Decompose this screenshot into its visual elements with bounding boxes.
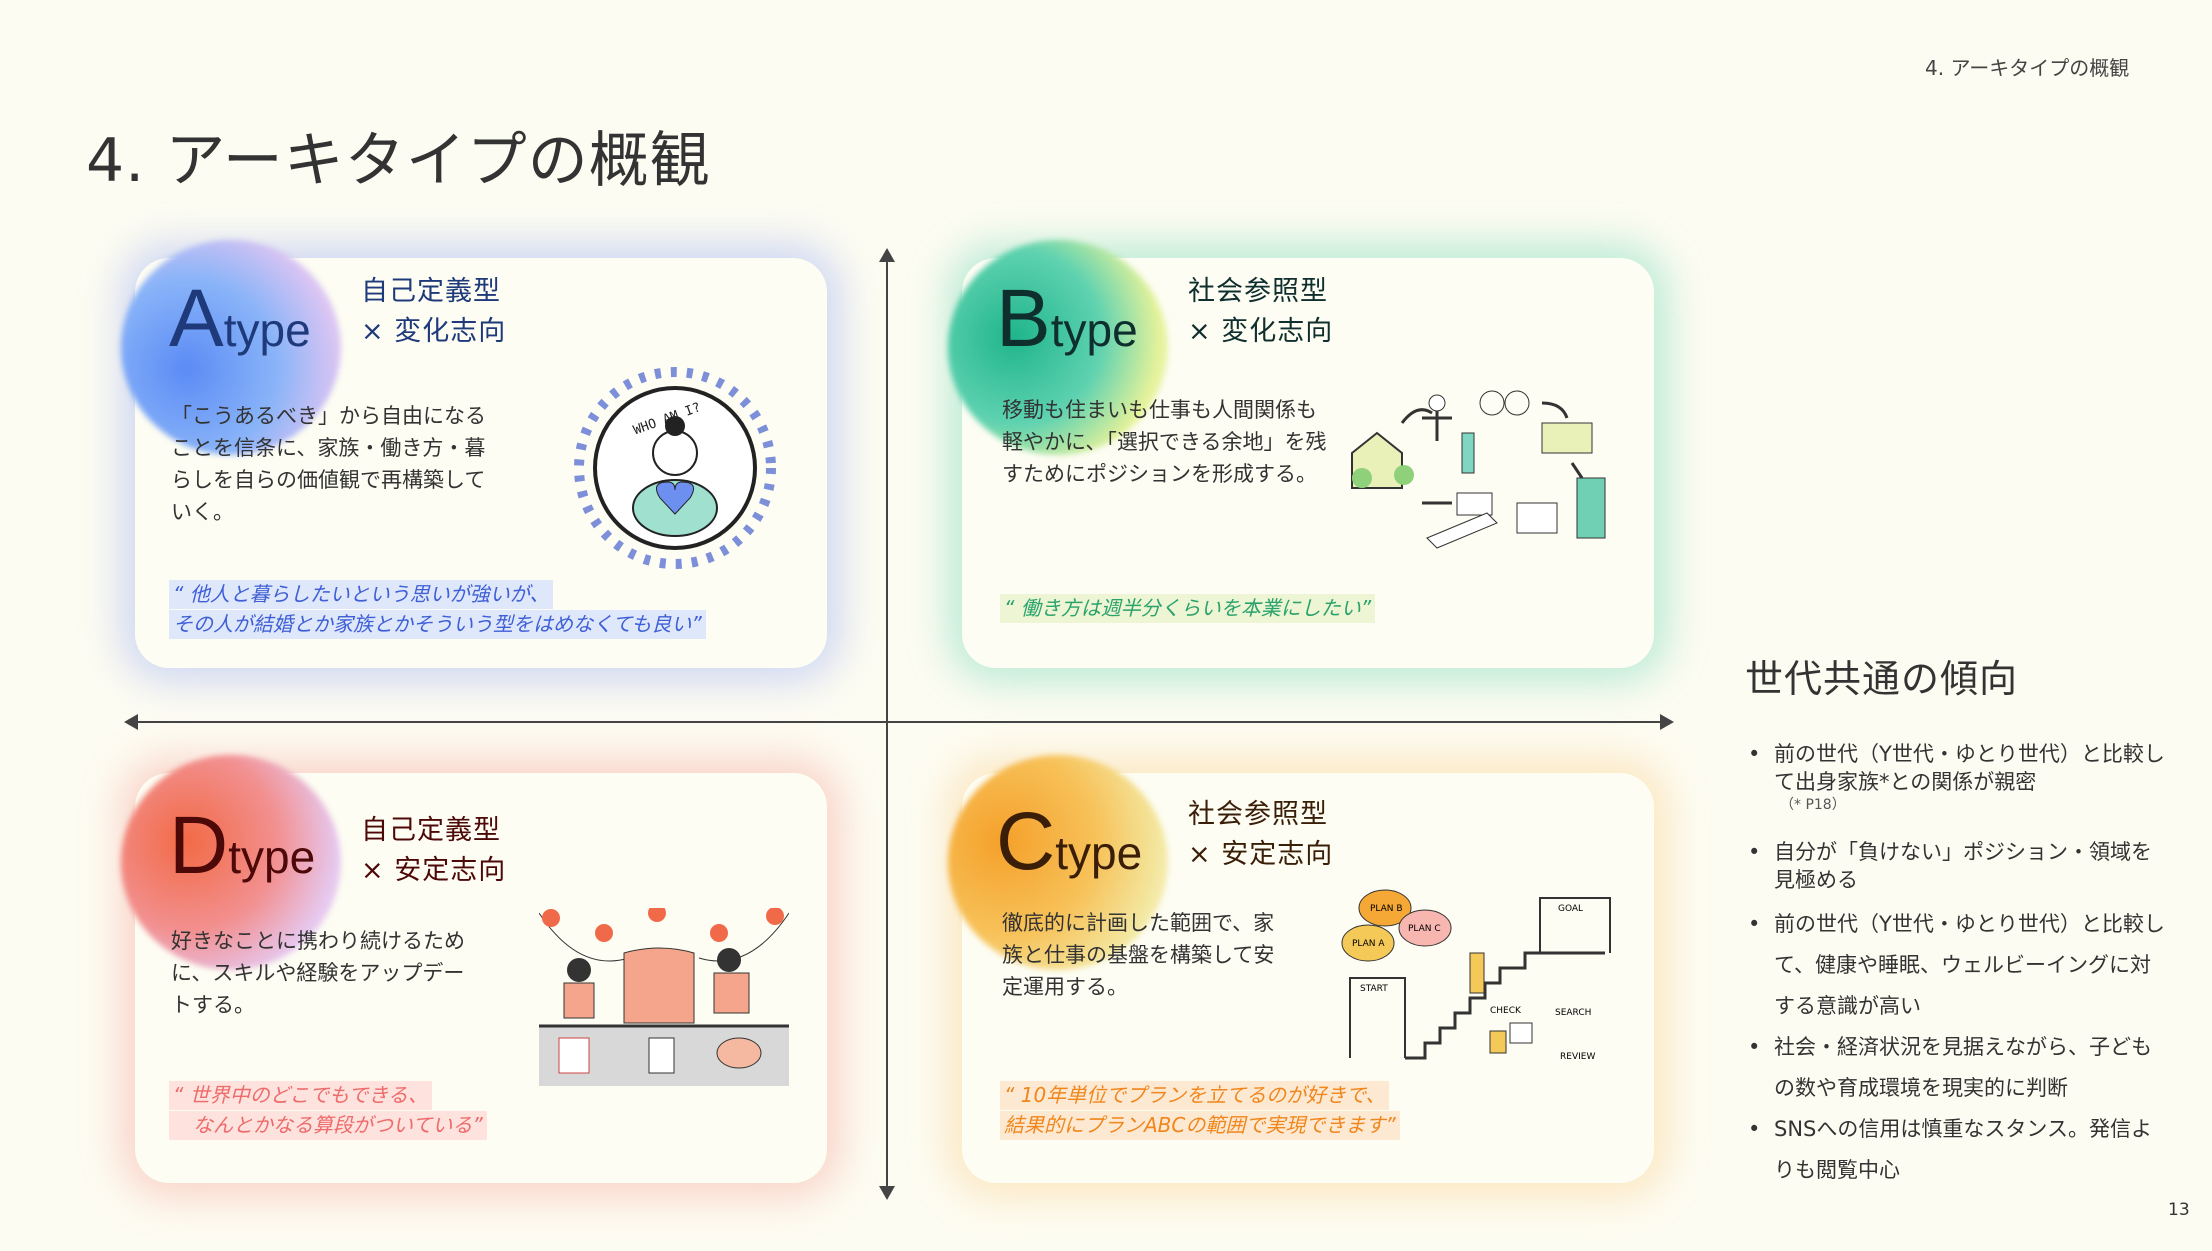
quote-line-2: その人が結婚とか家族とかそういう型をはめなくても良い” <box>169 610 706 639</box>
apple-tree-illustration <box>538 904 790 1088</box>
who-am-i-illustration: WHO AM I? <box>560 358 800 578</box>
axis-label-1: 社会参照型 <box>1188 799 1328 830</box>
illustration-label: GOAL <box>1558 904 1583 914</box>
type-letter: B <box>996 273 1051 364</box>
type-heading: Ctype <box>996 801 1142 883</box>
card-c-type: Ctype 社会参照型 × 安定志向 徹底的に計画した範囲で、家族と仕事の基盤を構… <box>948 755 1654 1183</box>
lifestyle-cycle-illustration <box>1342 383 1632 603</box>
arrow-right-icon <box>1660 714 1674 730</box>
list-item-text: 社会・経済状況を見据えながら、子どもの数や育成環境を現実的に判断 <box>1774 1035 2152 1100</box>
list-item: 自分が「負けない」ポジション・領域を見極める <box>1748 838 2168 894</box>
axis-label-1: 自己定義型 <box>361 815 501 846</box>
gradient-blob <box>948 240 1168 455</box>
list-item: SNSへの信用は慎重なスタンス。発信よりも閲覧中心 <box>1748 1109 2168 1191</box>
quote-line-2: 結果的にプランABCの範囲で実現できます” <box>1000 1111 1400 1140</box>
quote-line-1: “ 働き方は週半分くらいを本業にしたい” <box>1000 594 1376 623</box>
vertical-axis <box>886 262 888 1190</box>
card-d-type: Dtype 自己定義型 × 安定志向 好きなことに携わり続けるために、スキルや経験… <box>121 755 827 1183</box>
footnote: （* P18） <box>1780 797 1846 813</box>
type-heading: Dtype <box>169 805 315 887</box>
type-letter: D <box>169 800 229 891</box>
card-a-type: Atype 自己定義型 × 変化志向 「こうあるべき」から自由になることを信条に、… <box>121 240 827 668</box>
illustration-label: PLAN B <box>1370 904 1403 914</box>
page-title: 4. アーキタイプの概観 <box>86 126 711 196</box>
list-item-text: 自分が「負けない」ポジション・領域を見極める <box>1774 840 2152 892</box>
list-item-text: 前の世代（Y世代・ゆとり世代）と比較して出身家族*との関係が親密 <box>1774 742 2165 794</box>
axis-label-1: 社会参照型 <box>1188 276 1328 307</box>
type-heading: Btype <box>996 278 1138 360</box>
card-description: 移動も住まいも仕事も人間関係も軽やかに、「選択できる余地」を残すためにポジション… <box>1002 398 1327 486</box>
type-word: type <box>1050 304 1138 356</box>
quote-line-2: なんとかなる算段がついている” <box>169 1111 487 1140</box>
plan-stairs-illustration: PLAN A PLAN B PLAN C START GOAL CHECK SE… <box>1340 883 1630 1063</box>
illustration-label: START <box>1360 984 1388 994</box>
illustration-label: CHECK <box>1490 1006 1522 1016</box>
type-word: type <box>1055 827 1143 879</box>
illustration-label: PLAN A <box>1352 939 1385 949</box>
card-description: 徹底的に計画した範囲で、家族と仕事の基盤を構築して安定運用する。 <box>1002 911 1275 999</box>
card-b-type: Btype 社会参照型 × 変化志向 移動も住まいも仕事も人間関係も軽やかに、「選… <box>948 240 1654 668</box>
card-description: 「こうあるべき」から自由になることを信条に、家族・働き方・暮らしを自らの価値観で… <box>171 404 486 524</box>
illustration-label: SEARCH <box>1555 1008 1591 1018</box>
list-item-text: 前の世代（Y世代・ゆとり世代）と比較して、健康や睡眠、ウェルビーイングに対する意… <box>1774 912 2165 1018</box>
axis-label-1: 自己定義型 <box>361 276 501 307</box>
axis-label-2: × 安定志向 <box>1188 839 1334 870</box>
quote-line-1: “ 10年単位でプランを立てるのが好きで、 <box>1000 1081 1390 1110</box>
arrow-down-icon <box>879 1186 895 1200</box>
axis-label-2: × 変化志向 <box>361 316 507 347</box>
user-quote: “ 10年単位でプランを立てるのが好きで、 結果的にプランABCの範囲で実現でき… <box>1000 1081 1400 1141</box>
arrow-up-icon <box>879 248 895 262</box>
common-trends-list: 前の世代（Y世代・ゆとり世代）と比較して出身家族*との関係が親密 （* P18）… <box>1748 740 2168 1191</box>
axis-label-2: × 変化志向 <box>1188 316 1334 347</box>
card-description: 好きなことに携わり続けるために、スキルや経験をアップデートする。 <box>171 929 465 1017</box>
list-item: 前の世代（Y世代・ゆとり世代）と比較して出身家族*との関係が親密 （* P18） <box>1748 740 2168 814</box>
user-quote: “ 働き方は週半分くらいを本業にしたい” <box>1000 594 1376 624</box>
list-item-text: SNSへの信用は慎重なスタンス。発信よりも閲覧中心 <box>1774 1117 2152 1182</box>
axis-label-2: × 安定志向 <box>361 855 507 886</box>
user-quote: “ 他人と暮らしたいという思いが強いが、 その人が結婚とか家族とかそういう型をは… <box>169 580 706 640</box>
page-number: 13 <box>2168 1200 2190 1220</box>
arrow-left-icon <box>124 714 138 730</box>
type-letter: A <box>169 273 224 364</box>
illustration-label: REVIEW <box>1560 1052 1595 1062</box>
illustration-label: PLAN C <box>1408 924 1441 934</box>
horizontal-axis <box>138 721 1662 723</box>
section-label: 4. アーキタイプの概観 <box>1925 56 2130 80</box>
type-letter: C <box>996 796 1056 887</box>
quote-line-1: “ 世界中のどこでもできる、 <box>169 1081 432 1110</box>
gradient-blob <box>121 240 341 455</box>
list-item: 社会・経済状況を見据えながら、子どもの数や育成環境を現実的に判断 <box>1748 1027 2168 1109</box>
type-word: type <box>223 304 311 356</box>
gradient-blob <box>121 755 341 970</box>
type-word: type <box>228 831 316 883</box>
side-section-title: 世代共通の傾向 <box>1745 657 2019 701</box>
list-item: 前の世代（Y世代・ゆとり世代）と比較して、健康や睡眠、ウェルビーイングに対する意… <box>1748 904 2168 1027</box>
user-quote: “ 世界中のどこでもできる、 なんとかなる算段がついている” <box>169 1081 487 1141</box>
type-heading: Atype <box>169 278 311 360</box>
quote-line-1: “ 他人と暮らしたいという思いが強いが、 <box>169 580 554 609</box>
gradient-blob <box>948 755 1168 970</box>
